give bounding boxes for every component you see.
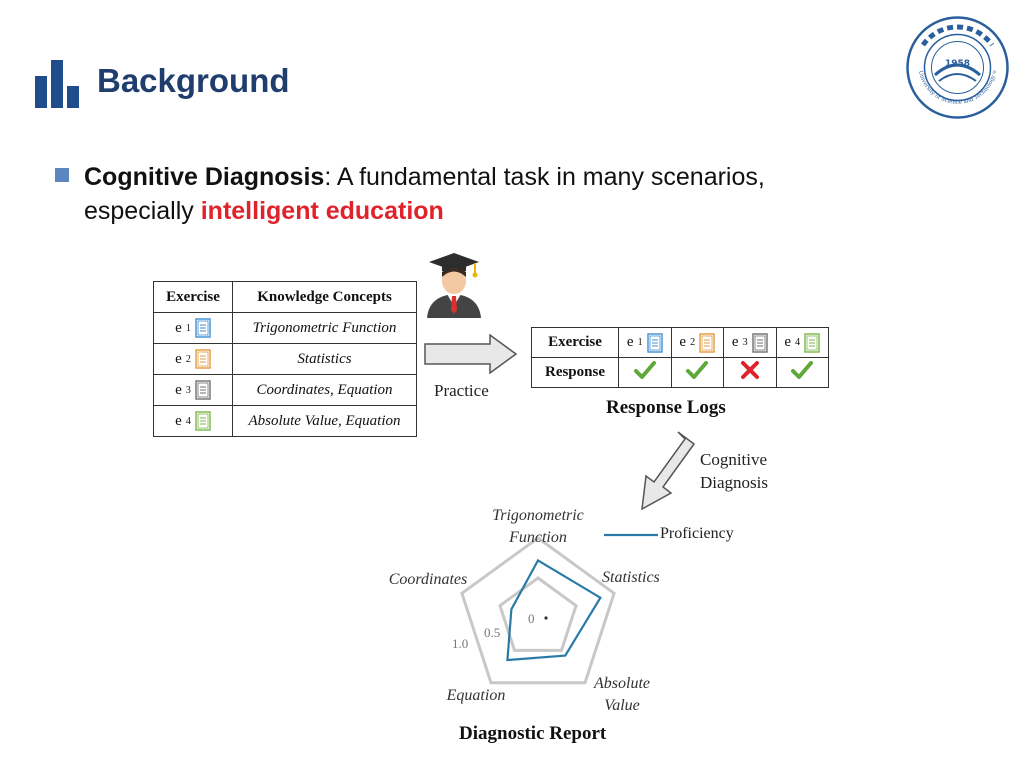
student-avatar (425, 250, 483, 318)
response-exercise-sub: 3 (742, 337, 748, 348)
bullet-text-part2: especially (84, 197, 201, 225)
university-logo: 1958 University of Science and Technolog… (903, 11, 1010, 120)
proficiency-series-line (506, 558, 602, 662)
response-result-cell (775, 357, 829, 388)
document-icon (804, 332, 820, 353)
radar-axis-label: Value (604, 697, 640, 714)
radar-chart: 0 0.5 1.0 TrigonometricFunctionStatisticsAb… (389, 507, 734, 714)
bullet-term: Cognitive Diagnosis (84, 163, 325, 191)
radar-inner-ring (498, 576, 578, 652)
radar-outer-ring (460, 536, 616, 685)
table-header-concepts: Knowledge Concepts (232, 281, 417, 313)
response-exercise-sub: 1 (637, 337, 643, 348)
radar-tick-label: 1.0 (452, 636, 468, 651)
response-exercise-label: e (731, 334, 739, 350)
response-result-cell (723, 357, 777, 388)
concepts-cell: Absolute Value, Equation (232, 405, 417, 437)
cognitive-diagnosis-label: Cognitive Diagnosis (700, 448, 768, 494)
exercise-label: e (175, 319, 182, 336)
check-icon (791, 361, 814, 379)
concepts-cell: Trigonometric Function (232, 312, 417, 344)
response-result-cell (618, 357, 672, 388)
response-header-response: Response (531, 357, 619, 388)
legend-label: Proficiency (660, 525, 734, 542)
response-result-cell (670, 357, 724, 388)
response-exercise-sub: 4 (795, 337, 801, 348)
bullet-square (55, 168, 69, 182)
table-header-exercise: Exercise (153, 281, 233, 313)
bullet-text: Cognitive Diagnosis: A fundamental task … (84, 160, 904, 228)
exercise-sub: 4 (185, 415, 191, 427)
radar-axis-label: Statistics (602, 569, 660, 586)
cognitive-diagnosis-arrow (640, 430, 700, 512)
logo-year: 1958 (945, 59, 970, 69)
cross-icon (740, 361, 759, 379)
response-header-exercise: Exercise (531, 327, 619, 358)
bullet-highlight: intelligent education (200, 197, 444, 225)
document-icon (699, 332, 715, 353)
concepts-cell: Coordinates, Equation (232, 374, 417, 406)
exercise-label: e (175, 350, 182, 367)
exercise-label: e (175, 381, 182, 398)
radar-tick-label: 0.5 (484, 625, 500, 640)
check-icon (633, 361, 656, 379)
radar-center-dot (544, 616, 548, 620)
exercise-sub: 3 (185, 384, 191, 396)
practice-arrow (424, 333, 518, 375)
cd-label-line1: Cognitive (700, 450, 768, 469)
radar-axis-label: Function (508, 529, 567, 546)
document-icon (195, 318, 211, 338)
document-icon (646, 332, 663, 353)
check-icon (686, 361, 709, 379)
slide-header-icon (35, 60, 85, 110)
radar-tick-label: 0 (528, 611, 535, 626)
response-exercise-sub: 2 (690, 337, 696, 348)
response-exercise-label: e (626, 334, 634, 350)
radar-axis-label: Equation (446, 687, 506, 704)
slide-title: Background (97, 62, 290, 99)
response-logs-caption: Response Logs (606, 397, 726, 418)
practice-label: Practice (434, 381, 489, 400)
exercise-sub: 2 (185, 353, 191, 365)
concepts-cell: Statistics (232, 343, 417, 375)
radar-axis-label: Absolute (593, 675, 650, 692)
response-exercise-label: e (679, 334, 687, 350)
exercise-sub: 1 (185, 322, 191, 334)
response-exercise-label: e (784, 334, 792, 350)
exercise-label: e (175, 412, 182, 429)
document-icon (751, 332, 768, 353)
document-icon (195, 411, 211, 431)
radar-axis-label: Trigonometric (492, 507, 584, 524)
bullet-text-part1: : A fundamental task in many scenarios, (324, 163, 765, 191)
document-icon (195, 349, 211, 369)
cd-label-line2: Diagnosis (700, 473, 768, 492)
diagnostic-report-caption: Diagnostic Report (459, 723, 607, 744)
radar-axis-label: Coordinates (389, 571, 468, 588)
document-icon (195, 380, 211, 400)
